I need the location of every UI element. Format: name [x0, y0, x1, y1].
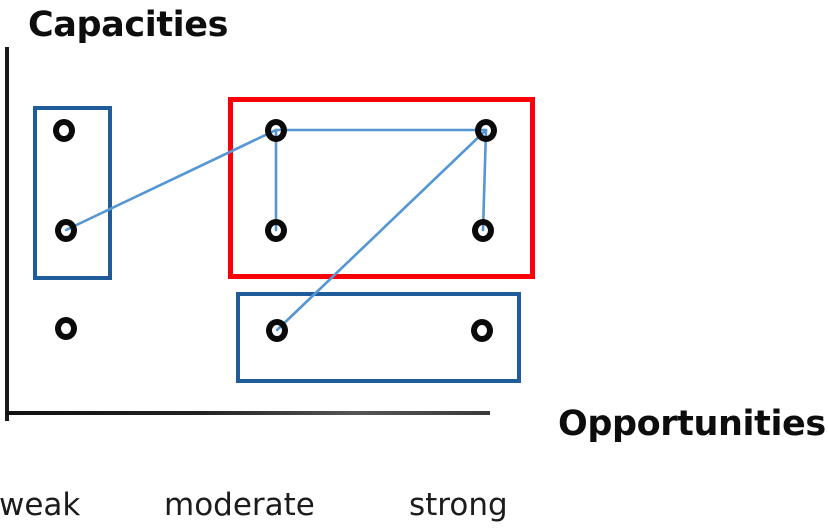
node-n9 — [471, 318, 493, 342]
node-n8 — [266, 318, 288, 342]
node-n7 — [472, 218, 494, 242]
x-tick-label-moderate: moderate — [164, 487, 315, 523]
x-axis-line — [6, 411, 490, 415]
node-n6 — [475, 118, 497, 142]
x-axis-title: Opportunities — [558, 404, 826, 444]
node-n4 — [265, 118, 287, 142]
node-n1 — [53, 118, 75, 142]
node-n3 — [55, 316, 77, 340]
y-axis-title: Capacities — [28, 5, 229, 45]
node-n2 — [55, 218, 77, 242]
y-axis-line — [5, 47, 9, 421]
x-tick-label-strong: strong — [409, 487, 508, 523]
node-n5 — [265, 218, 287, 242]
x-tick-label-weak: weak — [0, 487, 81, 523]
